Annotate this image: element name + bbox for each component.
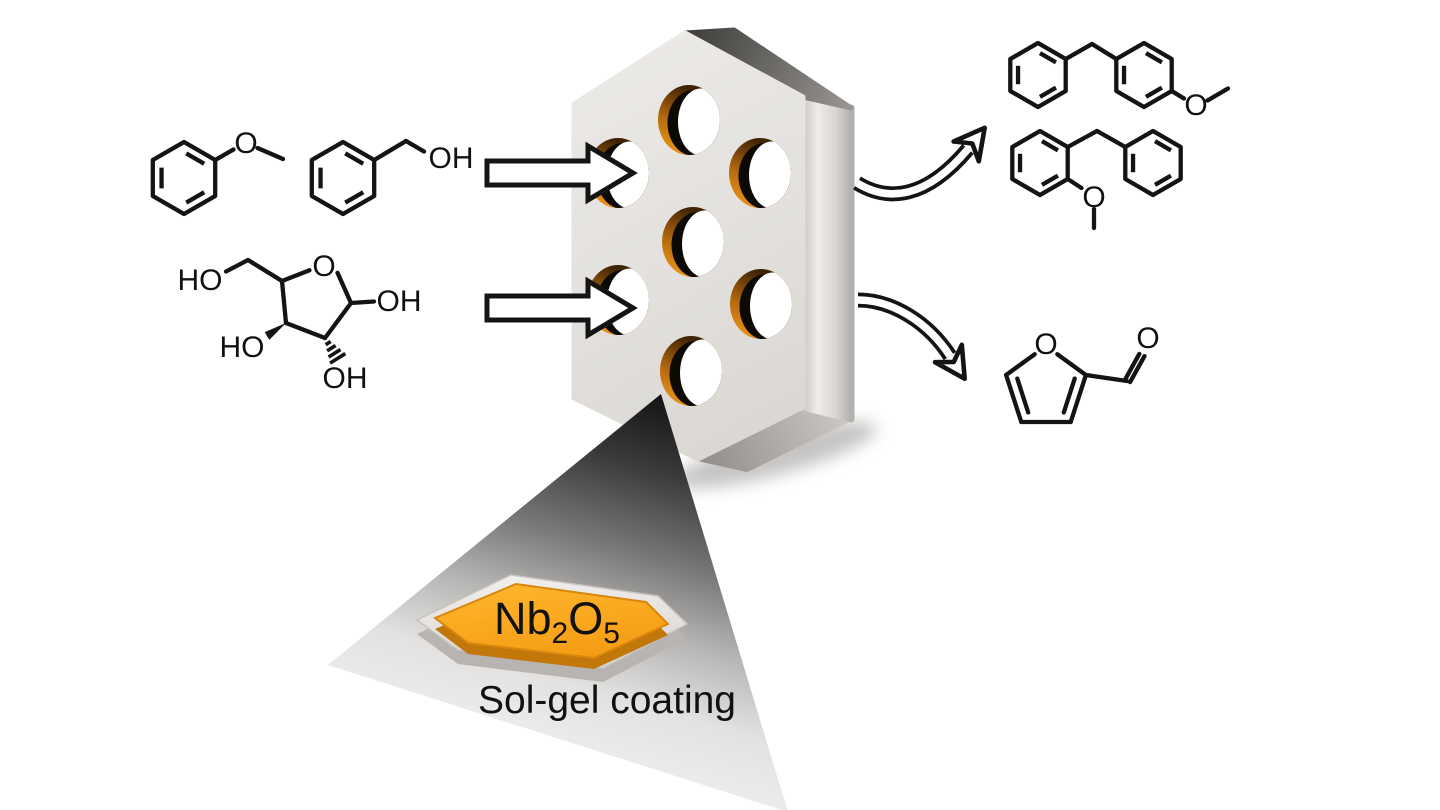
double-bond-inner — [1144, 85, 1164, 99]
bond — [1068, 372, 1089, 425]
atom-label-ring-o: O — [1034, 328, 1057, 361]
catalyst-label: Nb2O5 — [494, 593, 620, 650]
atom-label-o: O — [1184, 89, 1207, 122]
bond — [348, 299, 377, 306]
bond — [279, 268, 312, 284]
atom-label-o: O — [234, 127, 257, 160]
bond — [403, 138, 427, 154]
bond — [1063, 41, 1095, 62]
atom-label-oh: OH — [377, 285, 422, 318]
atom-label-ring-o: O — [312, 250, 335, 283]
double-bond-inner — [1038, 51, 1058, 65]
bond — [1015, 376, 1031, 415]
hash-bond — [324, 339, 332, 347]
bond — [1083, 372, 1130, 384]
bond — [1169, 88, 1187, 101]
product-arrow-up — [853, 125, 988, 202]
bond — [279, 278, 289, 326]
bond — [1205, 86, 1231, 103]
double-bond-inner — [1040, 173, 1060, 187]
double-bond-inner — [344, 151, 365, 166]
hash-bond — [329, 352, 347, 365]
product-arrow-down — [857, 292, 968, 382]
atom-label-ho: HO — [178, 264, 223, 297]
double-bond-inner — [1153, 173, 1173, 187]
bond — [1094, 128, 1128, 150]
wedge-bond — [264, 323, 286, 340]
bond — [1089, 41, 1119, 62]
bond — [213, 147, 236, 163]
catalyst-plate: Nb2O5 — [415, 574, 689, 682]
product-furfural: O O — [1003, 322, 1160, 425]
atom-label-carbonyl-o: O — [1136, 322, 1159, 355]
bond — [223, 257, 251, 274]
arrow-head — [932, 342, 968, 382]
bond — [1003, 372, 1024, 425]
double-bond-inner — [185, 190, 206, 205]
atom-label-o: O — [1082, 181, 1105, 214]
bond — [1127, 353, 1147, 385]
monolith-side-face — [799, 93, 855, 423]
bond — [1065, 128, 1100, 150]
double-bond-inner — [1038, 85, 1058, 99]
double-bond-inner — [344, 190, 365, 205]
monolith — [571, 27, 877, 489]
feed-arrow-bottom — [484, 276, 638, 340]
product-para-isomer: O — [1008, 40, 1231, 122]
bond — [335, 270, 354, 306]
bond — [1003, 352, 1037, 378]
reactant-benzyl-alcohol: OH — [309, 138, 474, 217]
bond — [1122, 351, 1142, 383]
feed-arrow-top — [484, 141, 638, 205]
bond — [1061, 376, 1077, 415]
bond — [1065, 176, 1084, 191]
hash-bond — [327, 348, 342, 359]
bond — [283, 320, 328, 341]
catalyst-top — [433, 582, 670, 660]
reactant-sugar: HO O OH HO OH — [178, 250, 422, 395]
atom-label-oh: OH — [323, 362, 368, 395]
arrow-head — [951, 125, 988, 164]
arrow-band-core — [857, 296, 954, 359]
bond — [245, 257, 285, 284]
catalyst-symbol: O — [568, 593, 603, 644]
reactant-anisole: O — [150, 127, 286, 217]
double-bond-inner — [185, 151, 206, 166]
arrow-band-core — [855, 146, 971, 198]
double-bond-inner — [1144, 51, 1164, 65]
catalyst-subscript: 5 — [603, 617, 620, 650]
atom-label-ho: HO — [220, 331, 265, 364]
sol-gel-coating-label: Sol-gel coating — [478, 679, 736, 722]
bond — [255, 145, 286, 162]
double-bond-inner — [1040, 139, 1060, 153]
hash-bond — [326, 343, 337, 353]
bond — [372, 138, 409, 163]
product-ortho-isomer: O — [1010, 128, 1183, 231]
atom-label-oh: OH — [429, 142, 474, 175]
bond — [322, 300, 354, 341]
catalyst-symbol: Nb — [494, 593, 552, 644]
bond — [1055, 352, 1089, 378]
double-bond-inner — [1153, 139, 1173, 153]
catalyst-subscript: 2 — [552, 617, 569, 650]
